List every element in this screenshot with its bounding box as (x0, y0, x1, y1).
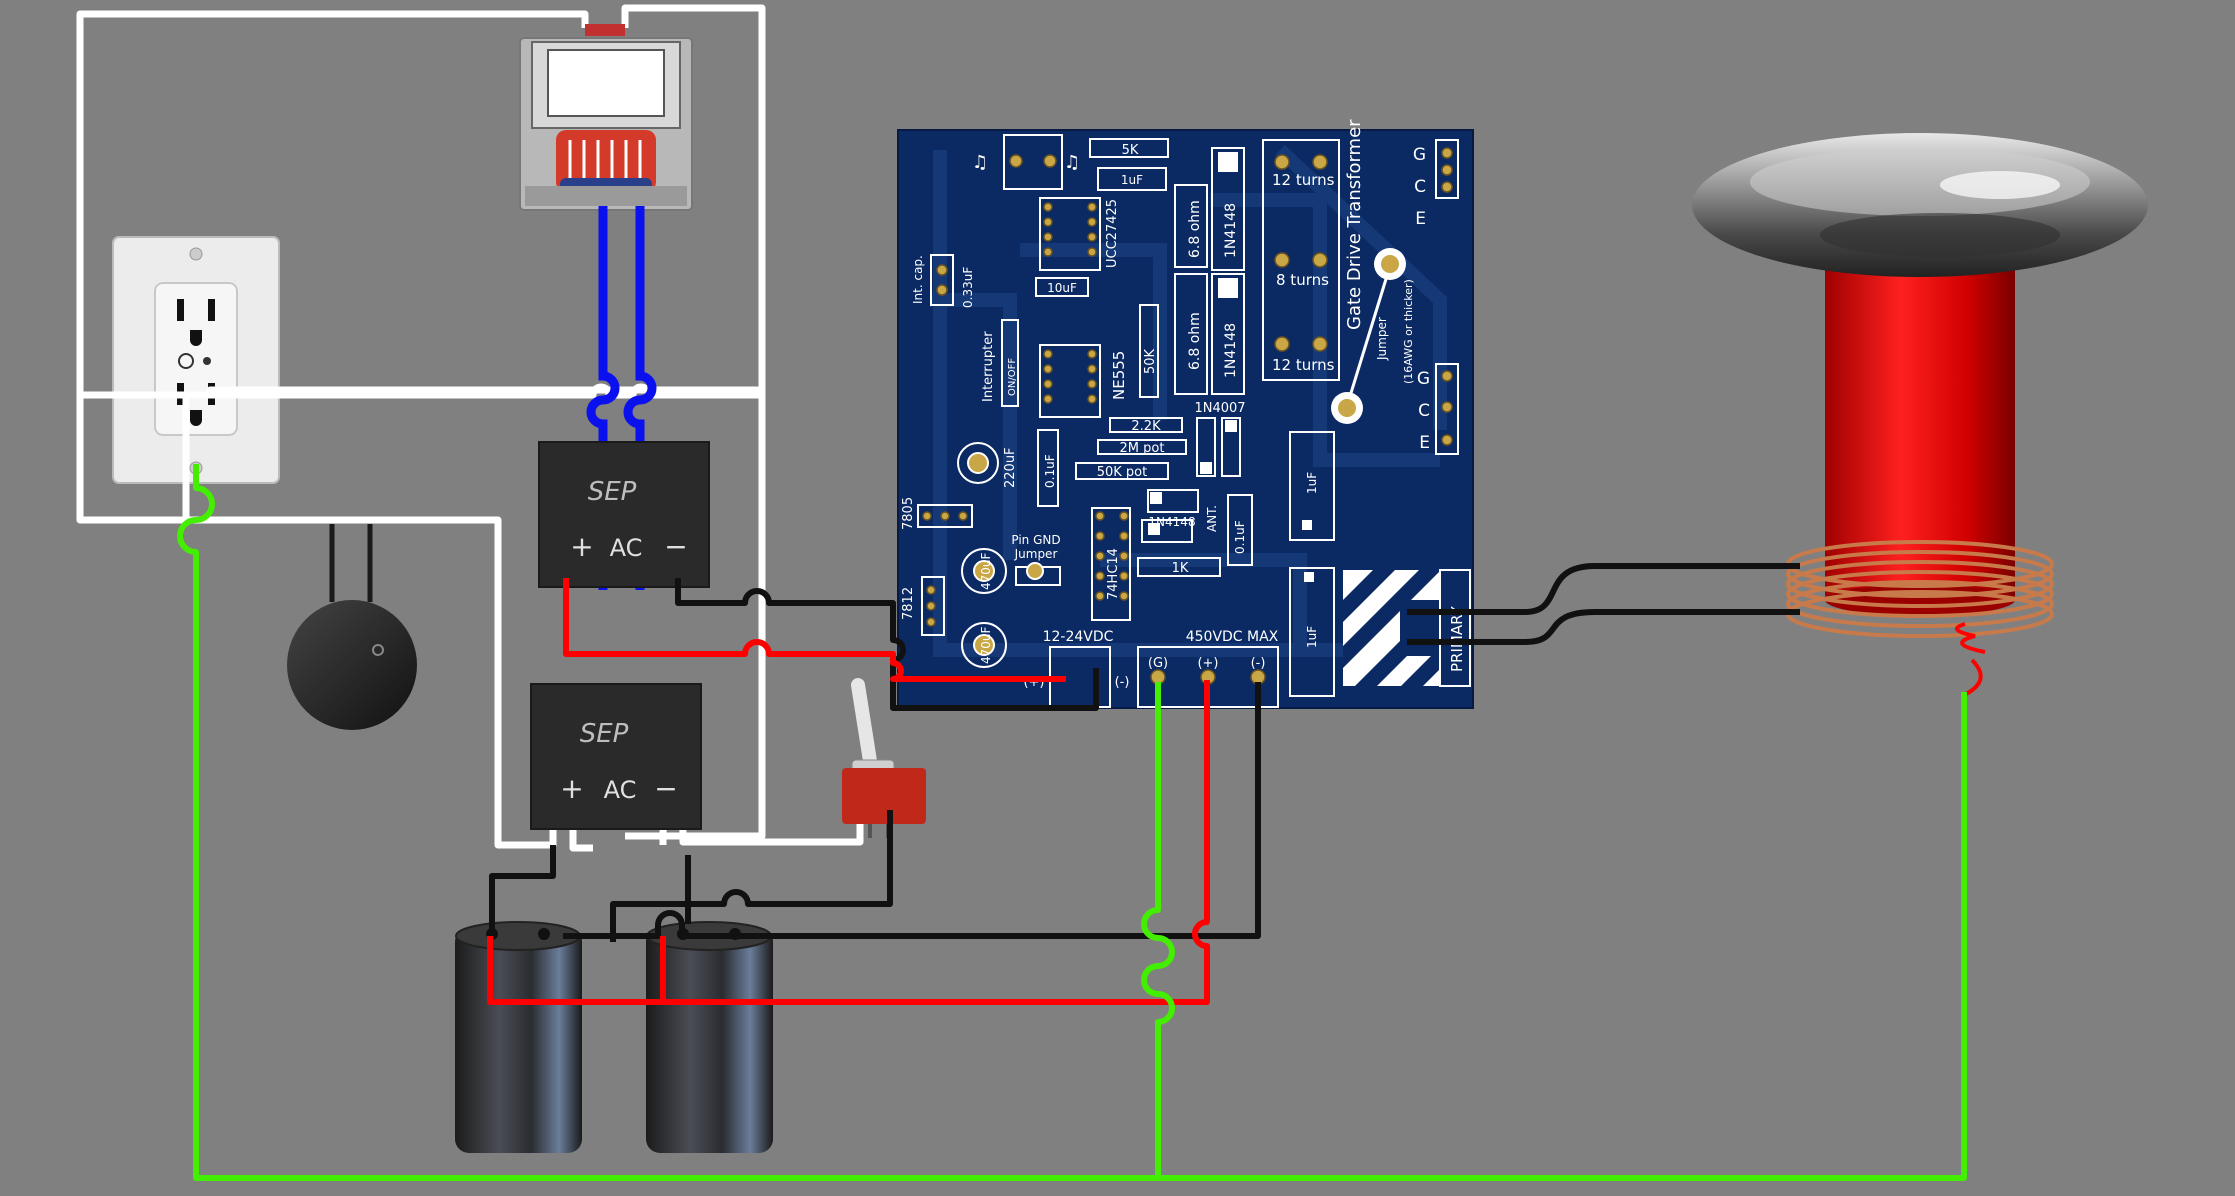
pin-jumper: Jumper (1014, 547, 1058, 561)
hv-max: 450VDC MAX (1186, 629, 1279, 645)
pin-gnd: Pin GND (1011, 533, 1060, 547)
c-10uf: 10uF (1047, 281, 1077, 295)
on-off: ON/OFF (1007, 358, 1018, 396)
gdt-jumper (1331, 248, 1406, 424)
wires-black (489, 563, 1800, 942)
wires-blue (586, 206, 657, 590)
wires-red (487, 578, 1210, 1005)
speaker-note-right: ♫ (1064, 152, 1080, 173)
wires-green (177, 464, 1967, 1181)
pcb-capacitors (957, 442, 1044, 668)
r-22k: 2.2K (1131, 419, 1161, 434)
bridge-bottom-minus: − (654, 772, 677, 805)
d-1n4148a: 1N4148 (1223, 203, 1239, 258)
input-12-24: 12-24VDC (1043, 629, 1114, 645)
ant: ANT. (1205, 505, 1219, 532)
thermistor (287, 524, 417, 730)
turns-bot: 12 turns (1272, 356, 1335, 374)
r-1k: 1K (1172, 561, 1189, 576)
bridge-rectifier-bottom: SEP + AC − (530, 683, 702, 830)
r-68a: 6.8 ohm (1187, 200, 1203, 258)
r-68b: 6.8 ohm (1187, 312, 1203, 370)
bridge-top-plus: + (570, 530, 593, 563)
int-cap: Int. cap. (911, 255, 925, 304)
gce-bot-e: E (1419, 433, 1430, 453)
c-1uf-b: 1uF (1305, 626, 1319, 648)
c-470a: 470uF (979, 552, 993, 590)
gce-top-c: C (1414, 177, 1426, 197)
bridge-bottom-plus: + (560, 772, 583, 805)
bridge-bottom-ac: AC (604, 776, 637, 804)
reg-7805: 7805 (901, 497, 916, 530)
pcb-silkscreen (917, 134, 1459, 708)
tesla-coil (1692, 133, 2148, 696)
d-1n4148b: 1N4148 (1223, 323, 1239, 378)
speaker-note-left: ♫ (972, 152, 988, 173)
pcb-white-pads (1148, 152, 1314, 582)
gdt-jumper-note: (16AWG or thicker) (1402, 279, 1415, 384)
gce-bot-g: G (1417, 369, 1430, 389)
primary-label: PRIMARY (1448, 605, 1466, 672)
pcb-labels: Gate Drive Transformer Jumper (16AWG or … (901, 119, 1466, 690)
bridge-bottom-brand: SEP (580, 719, 629, 749)
bridge-top-brand: SEP (588, 477, 637, 507)
primary-block (1343, 569, 1471, 687)
interrupter: Interrupter (981, 331, 996, 402)
ic-ne555: NE555 (1110, 351, 1128, 400)
capacitor-left (455, 921, 582, 1153)
gce-top-g: G (1413, 145, 1426, 165)
turns-mid: 8 turns (1276, 271, 1329, 289)
reg-7812: 7812 (901, 587, 916, 620)
hv-plus: (+) (1197, 656, 1218, 671)
d-1n4148c: 1N4148 (1148, 515, 1195, 529)
bridge-top-ac: AC (610, 534, 643, 562)
pcb-pads (922, 147, 1453, 685)
r-5k: 5K (1122, 143, 1139, 158)
c-1uf-a: 1uF (1305, 472, 1319, 494)
d-1n4007: 1N4007 (1194, 401, 1245, 416)
c-01b: 0.1uF (1233, 520, 1247, 554)
wall-outlet (112, 236, 280, 484)
c-470b: 470uF (979, 626, 993, 664)
c-1uf-top: 1uF (1121, 173, 1143, 187)
c-033: 0.33uF (961, 267, 975, 308)
toggle-switch (842, 678, 926, 838)
gce-top-e: E (1415, 209, 1426, 229)
pot-50k: 50K pot (1097, 465, 1148, 480)
gce-bot-c: C (1418, 401, 1430, 421)
r-50k: 50K (1143, 348, 1158, 374)
transformer (519, 24, 693, 211)
ic-ucc: UCC27425 (1105, 199, 1120, 268)
hv-minus: (-) (1251, 656, 1266, 671)
c-01a: 0.1uF (1043, 454, 1057, 488)
c-220: 220uF (1003, 447, 1018, 488)
gdt-jumper-label: Jumper (1375, 317, 1389, 361)
bridge-top-minus: − (664, 530, 687, 563)
hv-g: (G) (1148, 656, 1168, 671)
turns-top: 12 turns (1272, 171, 1335, 189)
bridge-rectifier-top: SEP + AC − (538, 441, 710, 588)
input-minus: (-) (1115, 675, 1130, 690)
gdt-title: Gate Drive Transformer (1344, 119, 1365, 330)
ic-74hc14: 74HC14 (1106, 548, 1121, 600)
pot-2m: 2M pot (1120, 441, 1165, 456)
